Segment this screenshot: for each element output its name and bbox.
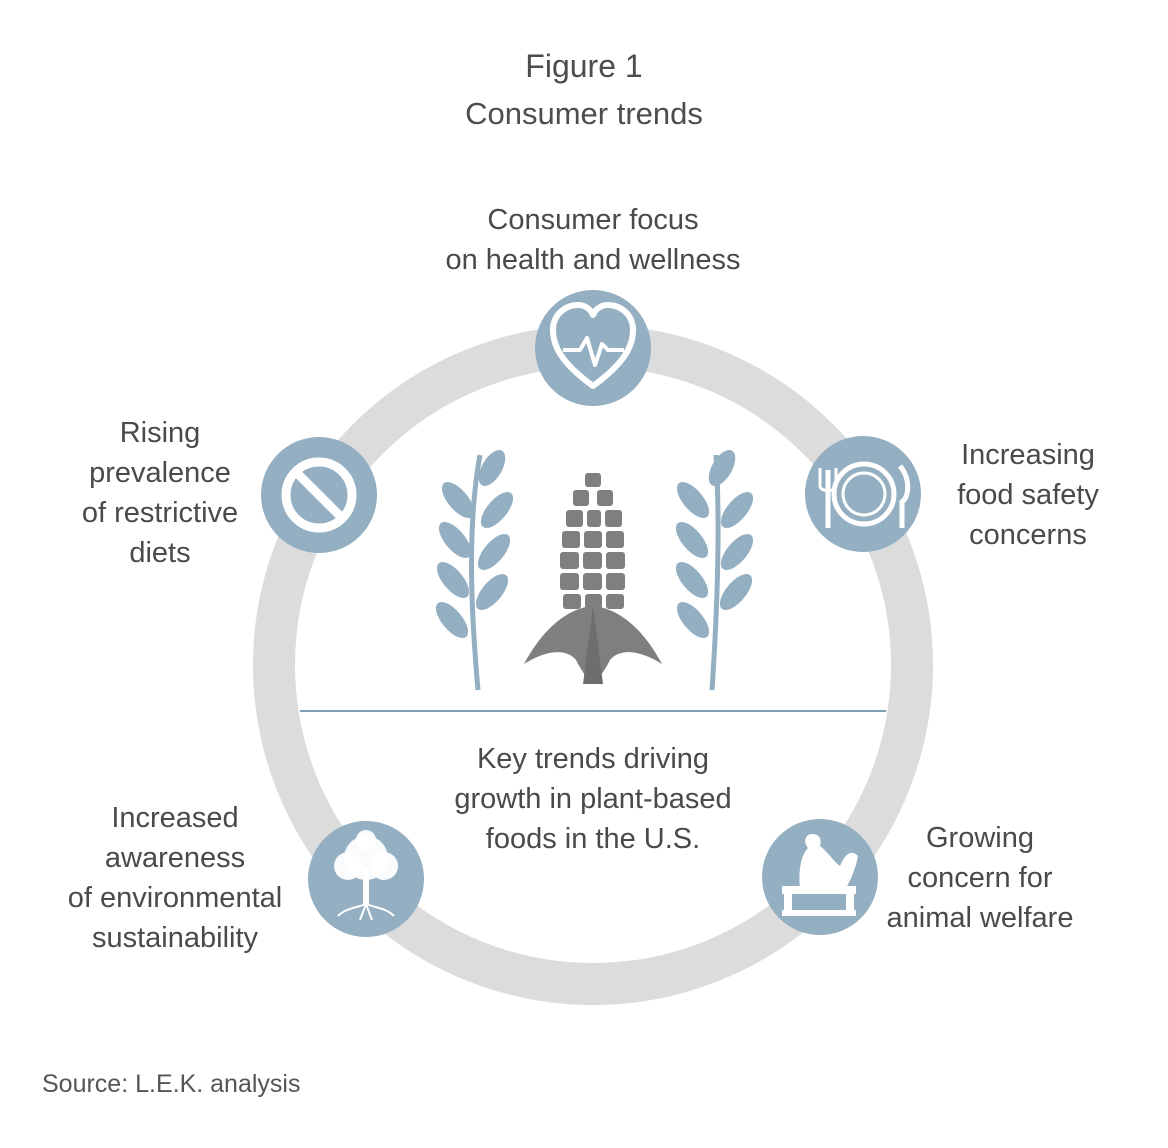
trend-label-health: Consumer focus on health and wellness	[445, 204, 741, 276]
corn-icon	[524, 470, 662, 684]
figure-title: Consumer trends	[465, 96, 703, 131]
environment-node	[308, 821, 424, 937]
trend-label-environment: Increased awareness of environmental sus…	[67, 802, 283, 954]
chicken-icon	[782, 834, 858, 916]
tree-icon	[334, 830, 398, 921]
source-note: Source: L.E.K. analysis	[42, 1070, 301, 1098]
restrictive-diets-node	[261, 437, 377, 553]
heart-pulse-icon	[550, 302, 636, 389]
figure-header: Figure 1 Consumer trends	[0, 42, 1168, 138]
food-safety-node	[805, 436, 921, 552]
trend-label-animal-welfare: Growing concern for animal welfare	[886, 822, 1074, 934]
trend-label-food-safety: Increasing food safety concerns	[957, 439, 1099, 551]
health-node	[535, 290, 651, 406]
wheat-left-icon	[435, 449, 514, 691]
trend-label-restrictive-diets: Rising prevalence of restrictive diets	[81, 417, 239, 569]
figure-number: Figure 1	[525, 48, 643, 84]
animal-welfare-node	[762, 819, 878, 935]
plate-cutlery-icon	[818, 461, 911, 528]
prohibited-icon	[281, 457, 357, 533]
wheat-right-icon	[675, 449, 754, 691]
center-caption: Key trends driving growth in plant-based…	[454, 743, 732, 855]
